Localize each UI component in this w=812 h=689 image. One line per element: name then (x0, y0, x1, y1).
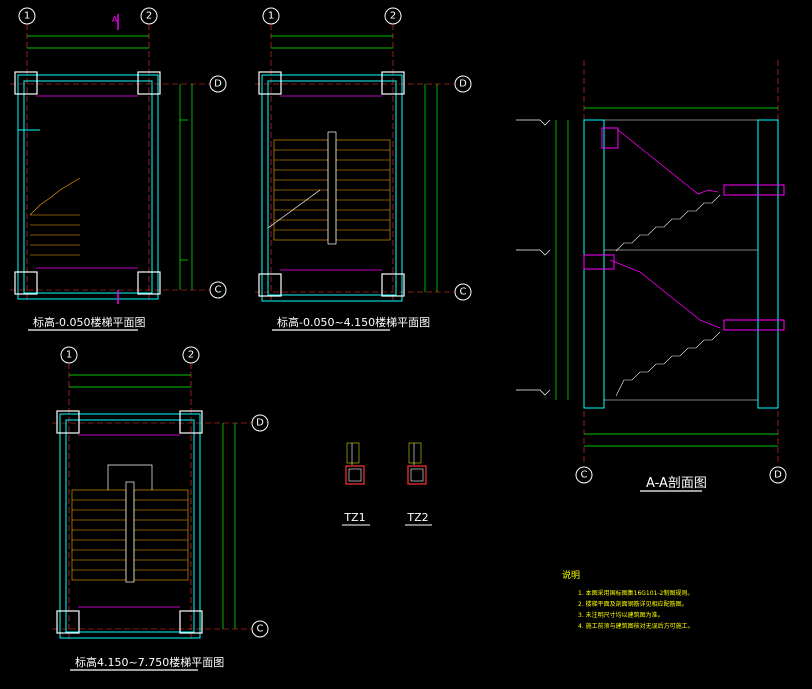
walls (261, 74, 403, 302)
beams (78, 434, 180, 608)
axis-lines (255, 24, 455, 300)
svg-text:A: A (112, 15, 118, 24)
section-aa: C D (516, 60, 787, 492)
columns (56, 410, 203, 634)
notes-heading: 说明 (562, 569, 580, 581)
stair-flight (29, 177, 81, 256)
tz2-label: TZ2 (406, 511, 428, 524)
walls (17, 74, 159, 300)
columns (258, 71, 405, 297)
dimensions (27, 35, 193, 290)
svg-text:C: C (257, 624, 264, 635)
axis-bubble-c: C (575, 466, 593, 484)
handrail (267, 131, 337, 245)
plan-2: 1 2 D C (255, 7, 472, 331)
stair-slabs (609, 129, 721, 329)
walls (59, 413, 201, 639)
svg-text:C: C (581, 470, 588, 481)
svg-text:D: D (256, 418, 264, 429)
svg-text:D: D (774, 470, 782, 481)
dimensions (555, 107, 778, 447)
svg-text:C: C (460, 287, 467, 298)
axis-lines (10, 24, 210, 300)
stair-steps (604, 119, 758, 401)
axis-bubble-d: D (769, 466, 787, 484)
note-1: 1. 本图采用国标图集16G101-2制图规则。 (578, 589, 693, 597)
section-mark-a: A (112, 14, 119, 304)
svg-text:C: C (215, 285, 222, 296)
note-4: 4. 施工前须与建筑图核对无误后方可施工。 (578, 622, 694, 630)
axis-lines (52, 363, 252, 640)
svg-text:2: 2 (146, 11, 152, 22)
tz1-label: TZ1 (343, 511, 365, 524)
section-title: A-A剖面图 (646, 476, 707, 491)
column-detail-tz2: TZ2 (405, 442, 432, 526)
beams (36, 95, 138, 269)
plan-2-title: 标高-0.050~4.150楼梯平面图 (277, 315, 430, 329)
note-3: 3. 未注明尺寸均以建筑图为准。 (578, 611, 664, 619)
svg-text:D: D (214, 79, 222, 90)
dimensions (271, 35, 438, 292)
beams (280, 95, 382, 271)
svg-text:2: 2 (188, 350, 194, 361)
svg-text:1: 1 (268, 11, 274, 22)
columns (14, 71, 161, 295)
plan-1-title: 标高-0.050楼梯平面图 (33, 315, 145, 329)
beams (583, 127, 785, 331)
column-detail-tz1: TZ1 (342, 442, 370, 526)
plan-3: 1 2 D C (52, 346, 269, 671)
plan-3-title: 标高4.150~7.750楼梯平面图 (75, 655, 224, 669)
stair-flights (273, 139, 391, 241)
dimensions (69, 374, 236, 629)
level-marks (516, 119, 551, 396)
svg-text:2: 2 (390, 11, 396, 22)
svg-text:1: 1 (66, 350, 72, 361)
handrail (107, 464, 153, 583)
notes: 说明 1. 本图采用国标图集16G101-2制图规则。 2. 楼梯平面及剖面钢筋… (562, 569, 694, 630)
plan-1: 1 2 D C (10, 7, 227, 331)
svg-text:D: D (459, 79, 467, 90)
note-2: 2. 楼梯平面及剖面钢筋详见相应配筋图。 (578, 600, 688, 608)
svg-text:1: 1 (24, 11, 30, 22)
